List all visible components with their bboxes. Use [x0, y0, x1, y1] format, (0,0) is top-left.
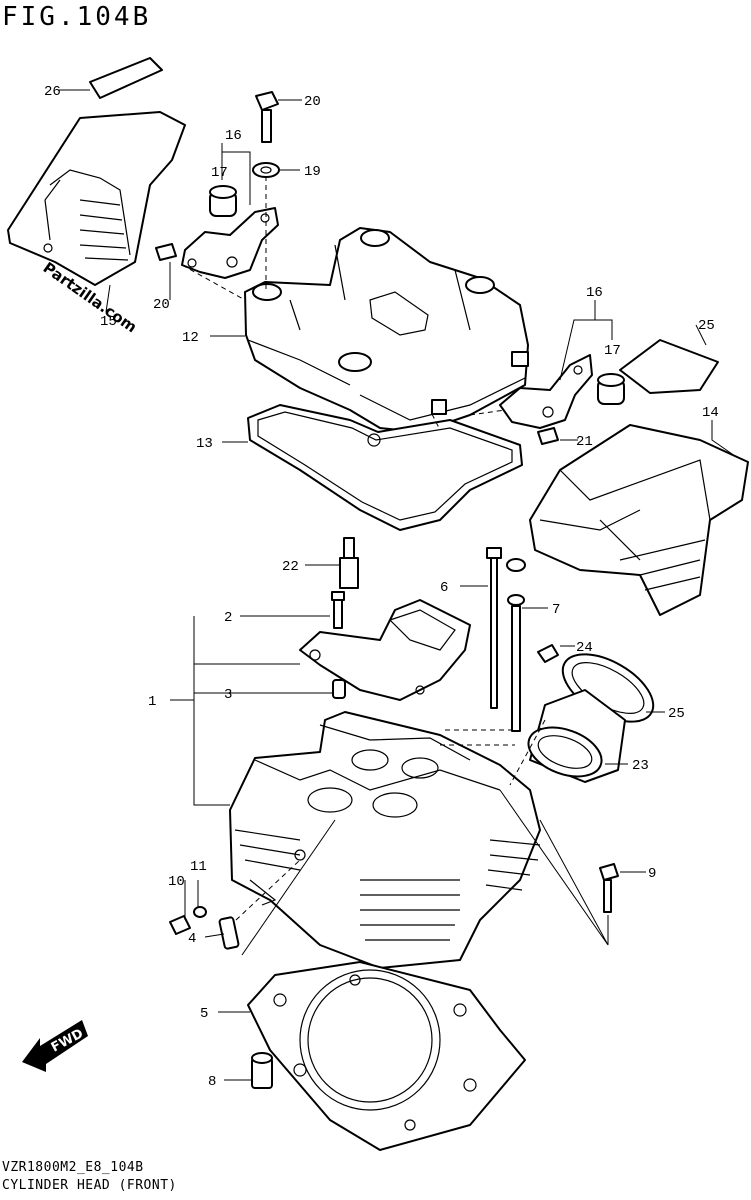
callout-10: 10 — [168, 874, 185, 890]
callout-23: 24 — [576, 640, 593, 656]
part-17-grommet-upper[interactable] — [209, 185, 237, 217]
callout-3: 3 — [224, 687, 232, 703]
callout-13: 13 — [196, 436, 213, 452]
callout-17-lower: 17 — [604, 343, 621, 359]
part-16-bracket-lower[interactable] — [499, 354, 593, 429]
callout-4: 4 — [188, 931, 196, 947]
part-1-cylinder-head[interactable] — [229, 711, 541, 969]
part-25-pad[interactable] — [619, 339, 719, 394]
callout-8: 8 — [208, 1074, 216, 1090]
callout-26: 26 — [44, 84, 61, 100]
part-18-washer[interactable] — [252, 162, 280, 178]
fwd-arrow-icon: FWD — [22, 1020, 88, 1072]
part-20-bolt-upper[interactable] — [155, 243, 177, 261]
callout-7: 7 — [552, 602, 560, 618]
camshaft-cap-plate[interactable] — [299, 599, 471, 701]
callout-12: 12 — [182, 330, 199, 346]
part-6-stud-bolt[interactable] — [486, 547, 502, 709]
callout-24: 25 — [668, 706, 685, 722]
figure-caption: CYLINDER HEAD (FRONT) — [2, 1178, 177, 1193]
callout-5: 5 — [200, 1006, 208, 1022]
part-4-oil-pipe[interactable] — [218, 916, 240, 950]
callout-1: 1 — [148, 694, 156, 710]
part-10-bolt[interactable] — [169, 915, 191, 935]
figure-code: VZR1800M2_E8_104B — [2, 1160, 144, 1175]
callout-14: 14 — [702, 405, 719, 421]
part-21-spark-plug[interactable] — [339, 537, 359, 589]
callout-16-lower: 16 — [586, 285, 603, 301]
part-17-grommet-lower[interactable] — [597, 373, 625, 405]
part-13-gasket[interactable] — [247, 404, 523, 531]
part-11-washer[interactable] — [193, 906, 207, 918]
callout-20-lower: 21 — [576, 434, 593, 450]
callout-labels: 20 19 16 17 26 15 20 12 13 16 17 25 14 2… — [44, 84, 719, 1090]
callout-21: 22 — [282, 559, 299, 575]
part-20-bolt-lower[interactable] — [537, 427, 559, 445]
callout-19: 20 — [304, 94, 321, 110]
part-12-head-cover[interactable] — [244, 227, 529, 433]
part-19-bolt[interactable] — [255, 91, 279, 143]
callout-15: 15 — [100, 314, 117, 330]
part-16-bracket-upper[interactable] — [181, 207, 279, 279]
part-14-cover[interactable] — [529, 424, 749, 616]
callout-2: 2 — [224, 610, 232, 626]
part-8-dowel[interactable] — [251, 1052, 273, 1089]
callout-6: 6 — [440, 580, 448, 596]
callout-16-upper: 16 — [225, 128, 242, 144]
part-2-bolt[interactable] — [331, 591, 345, 629]
part-7-stud-bolt[interactable] — [506, 558, 526, 732]
callout-22: 23 — [632, 758, 649, 774]
part-23-screw[interactable] — [537, 644, 559, 663]
part-26-pad[interactable] — [89, 57, 163, 99]
leader-lines — [58, 89, 736, 1081]
callout-25: 25 — [698, 318, 715, 334]
part-9-bolt[interactable] — [599, 863, 619, 913]
part-5-head-gasket[interactable] — [247, 961, 526, 1151]
callout-18: 19 — [304, 164, 321, 180]
callout-20-upper: 20 — [153, 297, 170, 313]
figure-title: FIG.104B — [2, 2, 152, 32]
callout-17-upper: 17 — [211, 165, 228, 181]
callout-11: 11 — [190, 859, 207, 875]
part-22-intake-pipe[interactable] — [522, 689, 626, 786]
callout-9: 9 — [648, 866, 656, 882]
part-3-dowel[interactable] — [332, 679, 346, 699]
